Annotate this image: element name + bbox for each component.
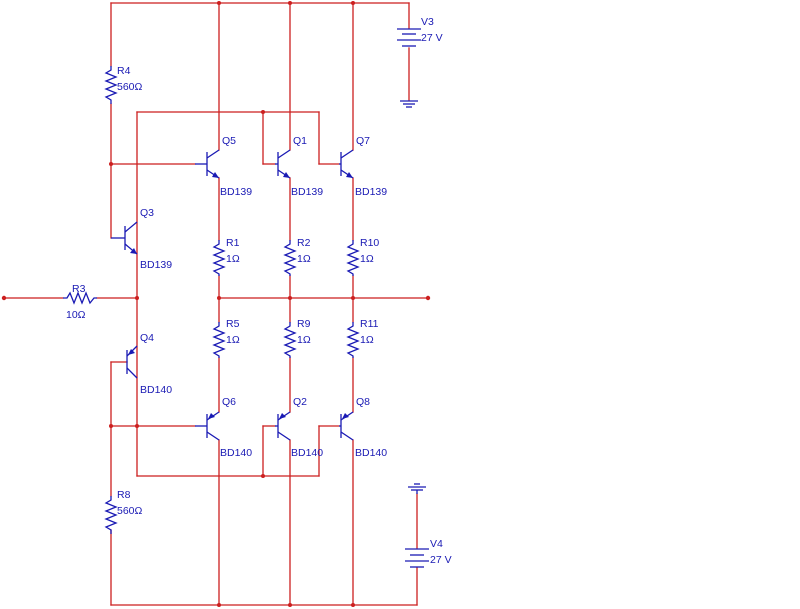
junction [135, 296, 139, 300]
resistor-r9[interactable] [283, 322, 297, 358]
junction [261, 474, 265, 478]
wires [3, 2, 429, 606]
r2-value: 1Ω [297, 253, 311, 265]
transistor-q7[interactable] [339, 149, 354, 179]
v3-value: 27 V [421, 32, 443, 44]
q2-model: BD140 [291, 447, 323, 459]
r10-value: 1Ω [360, 253, 374, 265]
r11-value: 1Ω [360, 334, 374, 346]
resistor-r4[interactable] [104, 66, 118, 104]
junction [217, 603, 221, 607]
resistor-r3[interactable] [63, 291, 97, 305]
q7-name: Q7 [356, 135, 370, 147]
r2-name: R2 [297, 237, 311, 249]
q3-name: Q3 [140, 207, 154, 219]
r3-name: R3 [72, 283, 86, 295]
q4-model: BD140 [140, 384, 172, 396]
v4-battery[interactable] [405, 548, 429, 568]
q1-name: Q1 [293, 135, 307, 147]
transistor-q3[interactable] [111, 221, 138, 255]
junction [261, 110, 265, 114]
transistor-q1[interactable] [275, 149, 291, 179]
transistor-q6[interactable] [195, 411, 220, 441]
resistor-r5[interactable] [212, 322, 226, 358]
q8-name: Q8 [356, 396, 370, 408]
junction [351, 296, 355, 300]
junction [351, 1, 355, 5]
transistor-q5[interactable] [195, 149, 220, 179]
junction [109, 424, 113, 428]
junctions [1, 1, 431, 607]
r5-name: R5 [226, 318, 240, 330]
q8-model: BD140 [355, 447, 387, 459]
junction [288, 296, 292, 300]
r1-name: R1 [226, 237, 240, 249]
r5-value: 1Ω [226, 334, 240, 346]
q3-model: BD139 [140, 259, 172, 271]
junction [217, 1, 221, 5]
q1-model: BD139 [291, 186, 323, 198]
resistor-r8[interactable] [104, 496, 118, 534]
transistor-q4[interactable] [126, 345, 138, 379]
r4-name: R4 [117, 65, 131, 77]
q6-model: BD140 [220, 447, 252, 459]
r10-name: R10 [360, 237, 379, 249]
junction [109, 162, 113, 166]
q5-name: Q5 [222, 135, 236, 147]
junction [217, 296, 221, 300]
r8-value: 560Ω [117, 505, 143, 517]
r9-name: R9 [297, 318, 311, 330]
r8-name: R8 [117, 489, 131, 501]
v3-name: V3 [421, 16, 434, 28]
junction [288, 603, 292, 607]
junction [351, 603, 355, 607]
r3-value: 10Ω [66, 309, 86, 321]
q2-name: Q2 [293, 396, 307, 408]
input-terminal[interactable] [1, 295, 7, 301]
transistor-q8[interactable] [339, 411, 354, 441]
transistor-q2[interactable] [275, 411, 291, 441]
q6-name: Q6 [222, 396, 236, 408]
resistor-r10[interactable] [346, 240, 360, 276]
v3-battery[interactable] [397, 28, 421, 47]
r1-value: 1Ω [226, 253, 240, 265]
resistor-r11[interactable] [346, 322, 360, 358]
q4-name: Q4 [140, 332, 154, 344]
ground-icon [400, 100, 418, 108]
r9-value: 1Ω [297, 334, 311, 346]
r4-value: 560Ω [117, 81, 143, 93]
v4-value: 27 V [430, 554, 452, 566]
v4-name: V4 [430, 538, 443, 550]
r11-name: R11 [360, 318, 379, 330]
resistor-r1[interactable] [212, 240, 226, 276]
output-terminal[interactable] [425, 295, 431, 301]
q7-model: BD139 [355, 186, 387, 198]
ground-icon [408, 483, 426, 494]
q5-model: BD139 [220, 186, 252, 198]
junction [288, 1, 292, 5]
resistor-r2[interactable] [283, 240, 297, 276]
junction [135, 424, 139, 428]
